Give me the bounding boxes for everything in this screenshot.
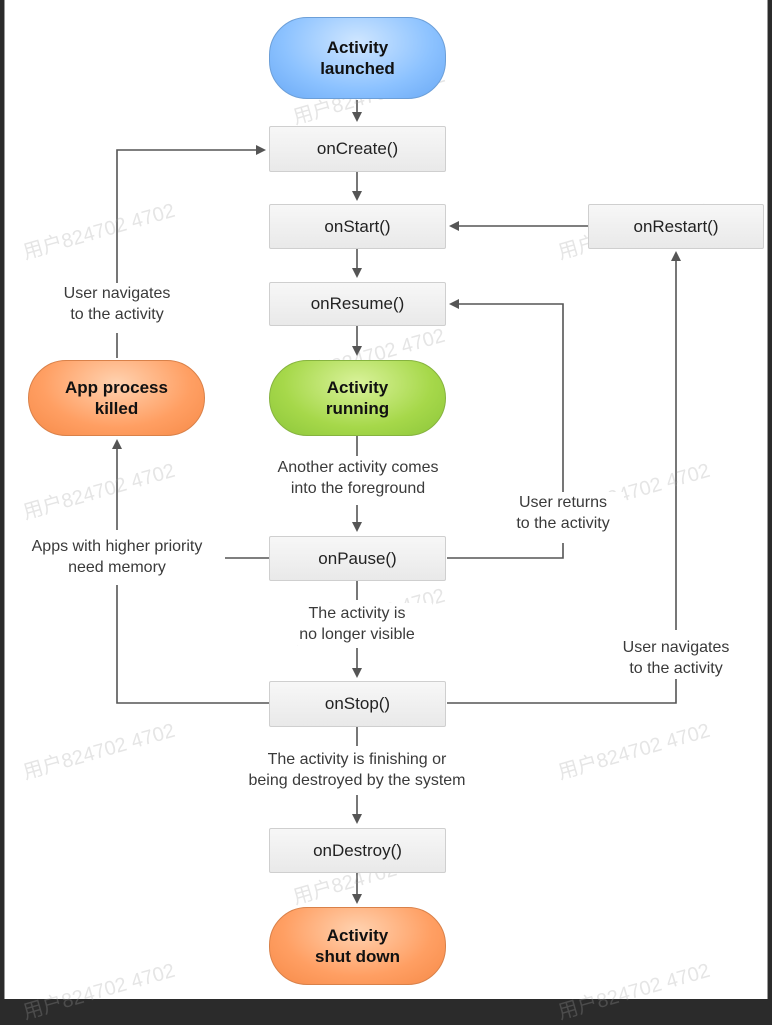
arrow-onstop-to-killed (116, 585, 269, 704)
node-label: Activity running (325, 378, 390, 418)
node-label: Activity launched (320, 38, 395, 78)
node-label: Activity shut down (315, 926, 400, 966)
node-on-stop: onStop() (269, 681, 446, 727)
node-activity-shut-down: Activity shut down (269, 907, 446, 985)
node-label: onResume() (310, 294, 405, 313)
arrow-onpause-to-onresume (447, 543, 564, 559)
node-label: onPause() (318, 548, 397, 568)
node-label: App process killed (65, 378, 168, 418)
node-on-pause: onPause() (269, 536, 446, 581)
label-user-returns-to-activity: User returns to the activity (502, 492, 624, 534)
arrow-killed-to-oncreate (116, 145, 266, 283)
connector-layer (112, 100, 681, 904)
node-on-start: onStart() (269, 204, 446, 249)
node-app-process-killed: App process killed (28, 360, 205, 436)
node-on-create: onCreate() (269, 126, 446, 172)
node-label: onStop() (324, 694, 391, 713)
node-on-destroy: onDestroy() (269, 828, 446, 873)
node-label: onCreate() (316, 139, 399, 158)
node-activity-launched: Activity launched (269, 17, 446, 99)
label-activity-no-longer-visible: The activity is no longer visible (282, 603, 432, 645)
label-apps-higher-priority: Apps with higher priority need memory (14, 536, 220, 578)
arrow-onstop-to-onrestart (447, 676, 677, 704)
label-user-navigates-to-activity-right: User navigates to the activity (606, 637, 746, 679)
node-activity-running: Activity running (269, 360, 446, 436)
label-user-navigates-to-activity-left: User navigates to the activity (40, 283, 194, 325)
label-another-activity-foreground: Another activity comes into the foregrou… (262, 457, 454, 499)
label-activity-finishing: The activity is finishing or being destr… (228, 749, 486, 791)
node-label: onRestart() (633, 216, 719, 236)
node-label: onDestroy() (313, 840, 402, 860)
node-on-restart: onRestart() (588, 204, 764, 249)
node-label: onStart() (324, 216, 391, 236)
node-on-resume: onResume() (269, 282, 446, 326)
